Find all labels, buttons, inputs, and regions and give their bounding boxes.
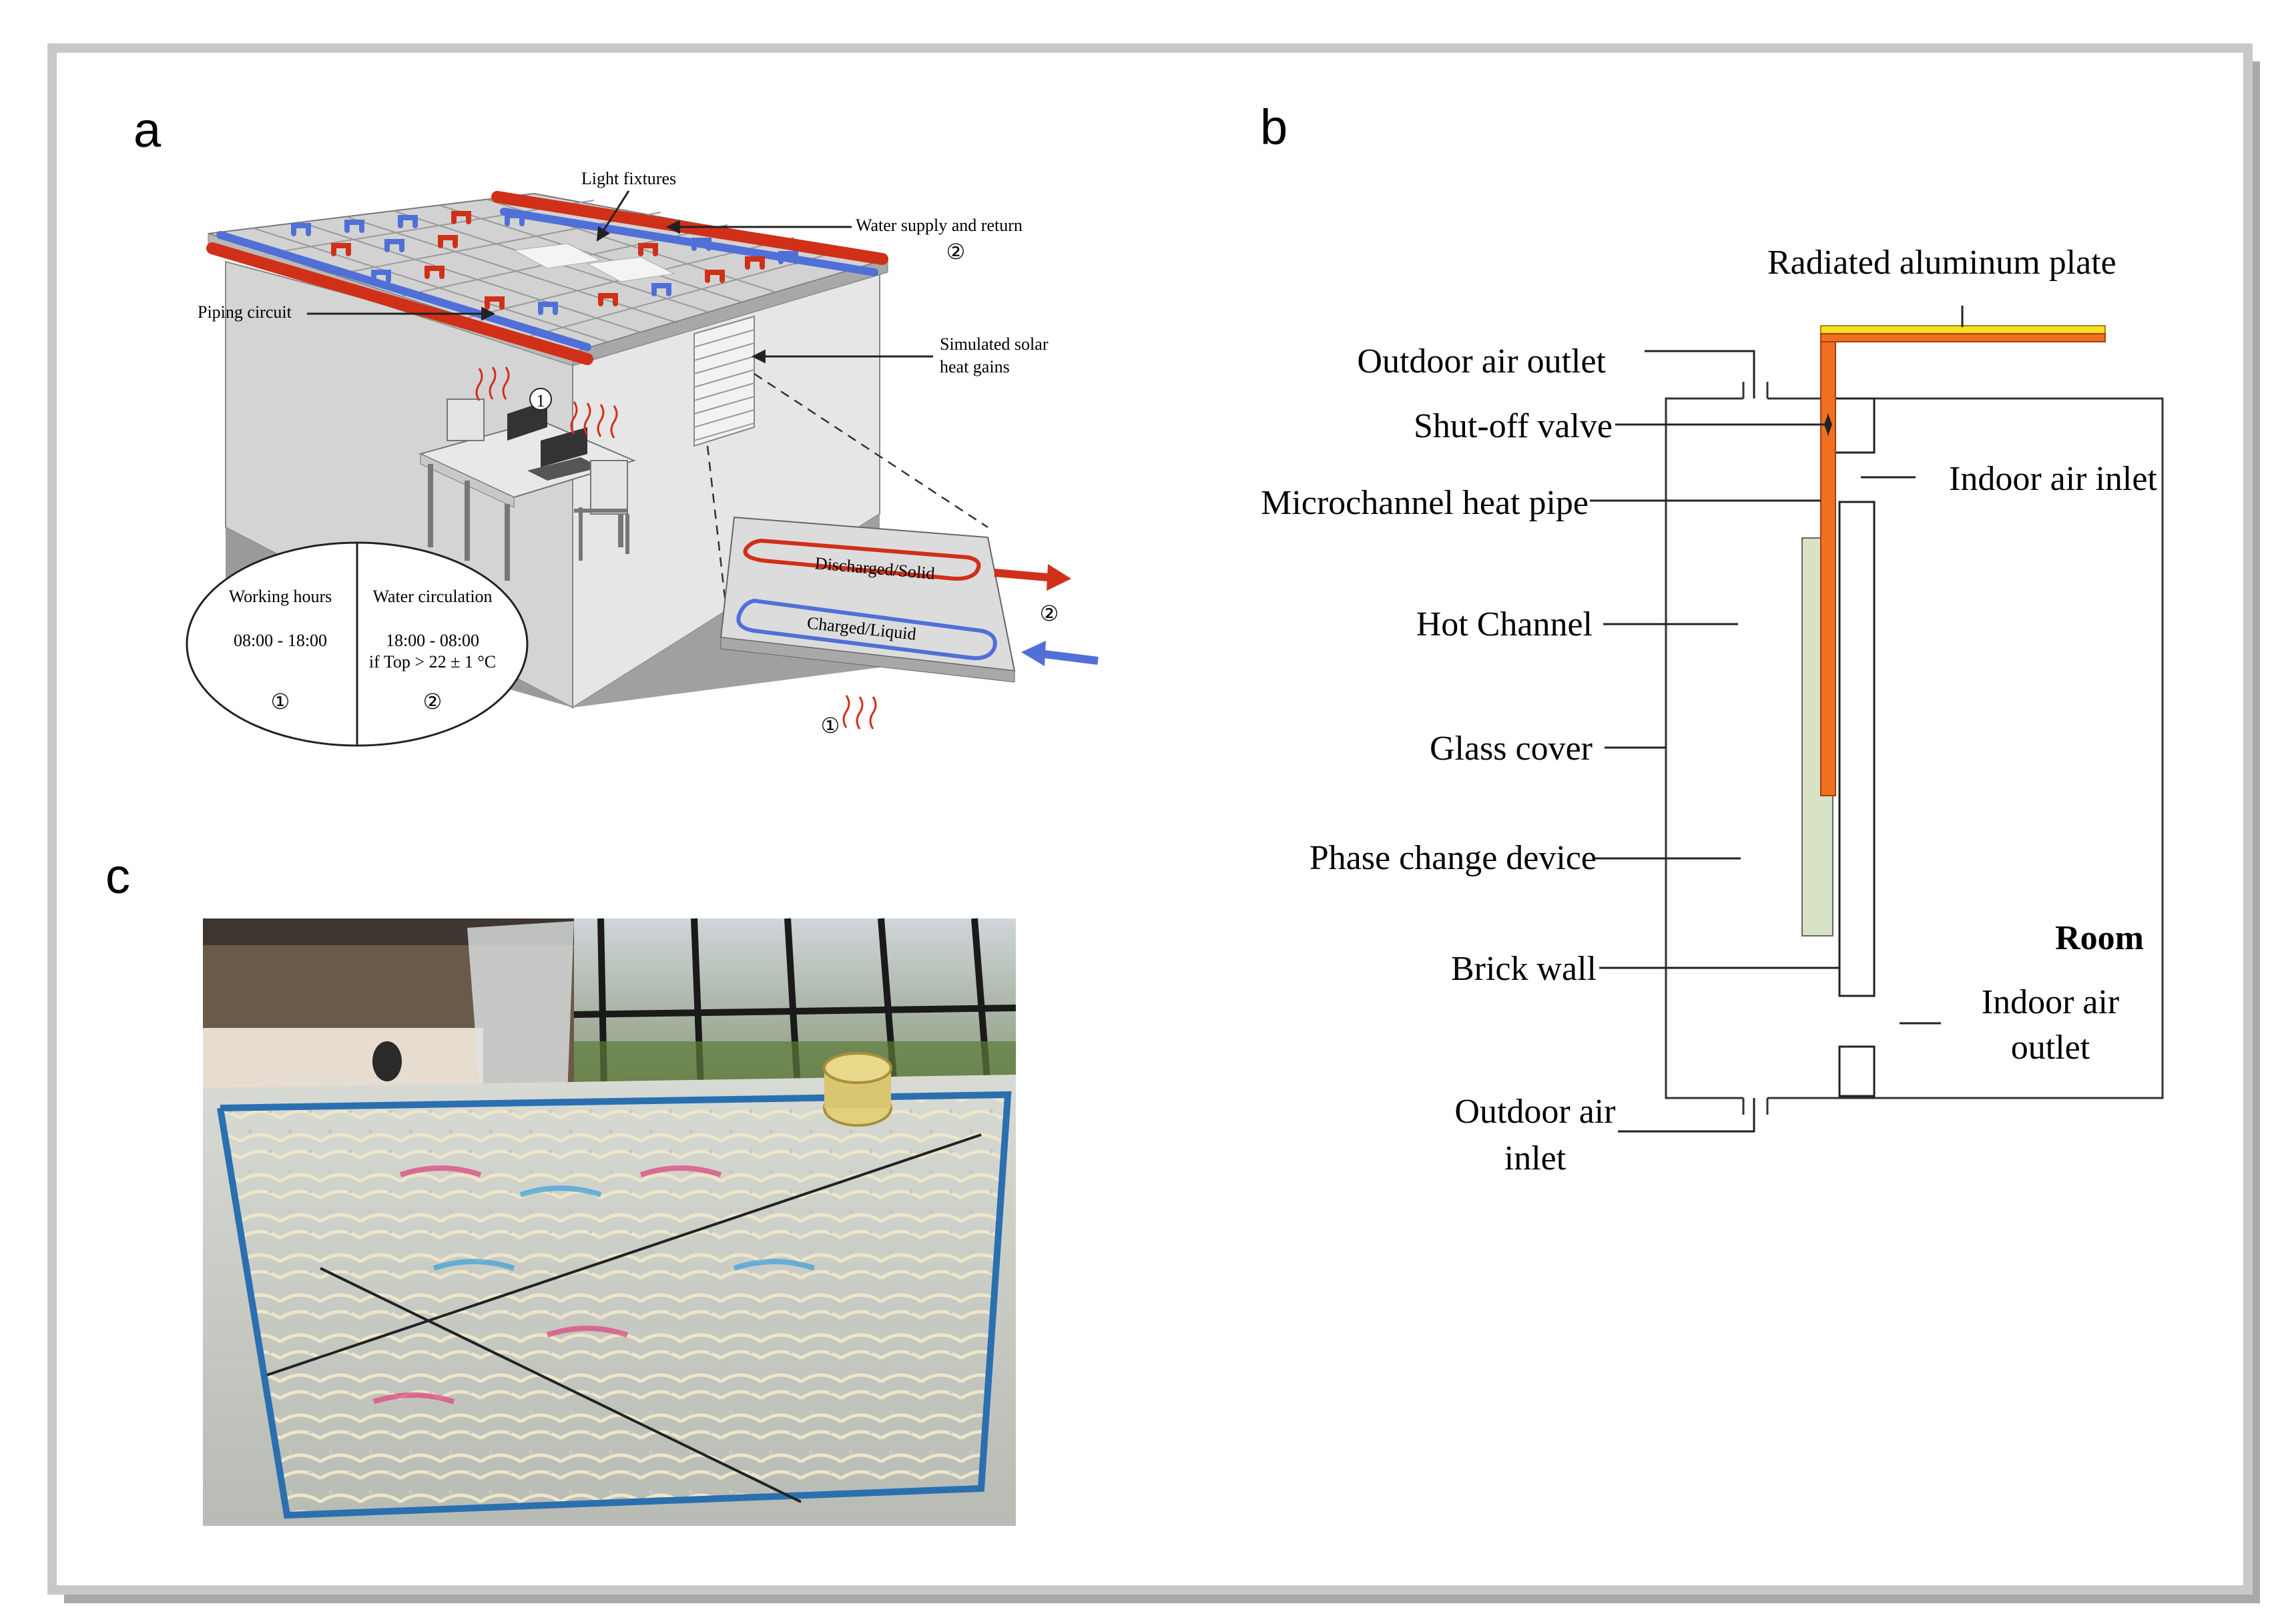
heat-waves [475,366,618,439]
room-label: Room [2055,919,2144,957]
solar-heat-panel [693,315,755,447]
hot-channel-label: Hot Channel [1416,605,1593,643]
panel-c: c [105,848,1017,1526]
radiated-plate-label: Radiated aluminum plate [1767,244,2116,282]
shutoff-valve-label: Shut-off valve [1414,407,1613,445]
inflow-arrow [1044,650,1099,665]
light-fixture [513,243,602,269]
office-desk [418,398,636,581]
working-hours-label: Working hours [229,587,332,606]
return-pipe-back [500,208,878,276]
indoor-outlet-box [1838,1045,1876,1097]
water-supply-label: Water supply and return [856,216,1023,235]
glass-cover-label: Glass cover [1430,730,1593,768]
supply-pipe-front [206,242,593,365]
outdoor-air-outlet-label: Outdoor air outlet [1357,342,1606,380]
light-fixtures-leader [596,190,630,242]
outdoor-air-inlet-label-2: inlet [1504,1139,1566,1177]
zoom-line-top [754,372,988,529]
microchannel-heat-pipe [1820,333,1836,796]
piping-loops [291,211,798,315]
indoor-air-outlet-label-1: Indoor air [1982,983,2119,1021]
panel-b-letter: b [1260,99,1287,155]
outflow-arrow [994,569,1049,581]
circulation-time: 18:00 - 08:00 [386,631,479,650]
indoor-air-inlet-label: Indoor air inlet [1949,460,2157,498]
marker-one-panel: ① [821,714,840,738]
brick-wall-label: Brick wall [1451,950,1597,988]
working-hours-time: 08:00 - 18:00 [234,631,327,650]
photo-worker [372,1041,402,1081]
photo-seams [266,1133,982,1503]
photo-plastic-sheet [467,921,574,1101]
floor [226,514,880,708]
microchannel-label: Microchannel heat pipe [1261,484,1589,522]
photo-tube-coil-top [823,1052,892,1084]
zoom-line-bottom [706,445,729,621]
inflow-arrowhead [1021,641,1046,666]
marker-two-legend: ② [423,690,443,714]
marker-one-circle [529,388,552,411]
light-fixture [586,256,675,282]
marker-one: 1 [537,391,545,411]
panel-heat-waves [842,695,877,730]
outdoor-inlet-duct [1618,1098,1755,1133]
photo-tubing [220,1095,1008,1515]
marker-one-legend: ① [271,690,290,714]
panel-a-letter: a [133,102,162,158]
slab-edge-right [572,258,888,366]
piping-circuit-label: Piping circuit [198,302,292,322]
marker-two-flow: ② [1040,601,1059,625]
water-circulation-label: Water circulation [372,587,492,606]
indoor-air-outlet-label-2: outlet [2011,1029,2090,1067]
schedule-legend: Working hours 08:00 - 18:00 ① Water circ… [186,541,529,747]
light-fixtures-label: Light fixtures [581,169,676,188]
solar-gains-label-2: heat gains [940,357,1010,376]
outdoor-air-inlet-label-1: Outdoor air [1454,1093,1615,1131]
brick-wall [1838,501,1876,997]
return-pipe-front [216,231,591,351]
marker-two-supply: ② [946,240,966,264]
indoor-inlet-box [1829,397,1876,454]
floor-photo [203,918,1017,1526]
outdoor-outlet-duct [1645,350,1755,398]
panel-a: a [133,102,1099,747]
room-box: 1 [206,191,888,709]
outflow-arrowhead [1047,564,1071,591]
phase-change-label: Phase change device [1310,839,1597,877]
photo-edge-strip [217,1091,1012,1519]
circulation-condition: if Top > 22 ± 1 °C [369,652,496,671]
solar-gains-label-1: Simulated solar [940,334,1049,354]
panel-c-letter: c [105,848,130,904]
radiated-plate-orange [1820,333,2106,342]
photo-markings [372,1165,816,1404]
b-leaders [1590,306,1964,1025]
photo-counter [203,1028,483,1088]
panel-b: b [1260,99,2164,1177]
pcm-panel-detail: Discharged/Solid Charged/Liquid [720,516,1016,683]
